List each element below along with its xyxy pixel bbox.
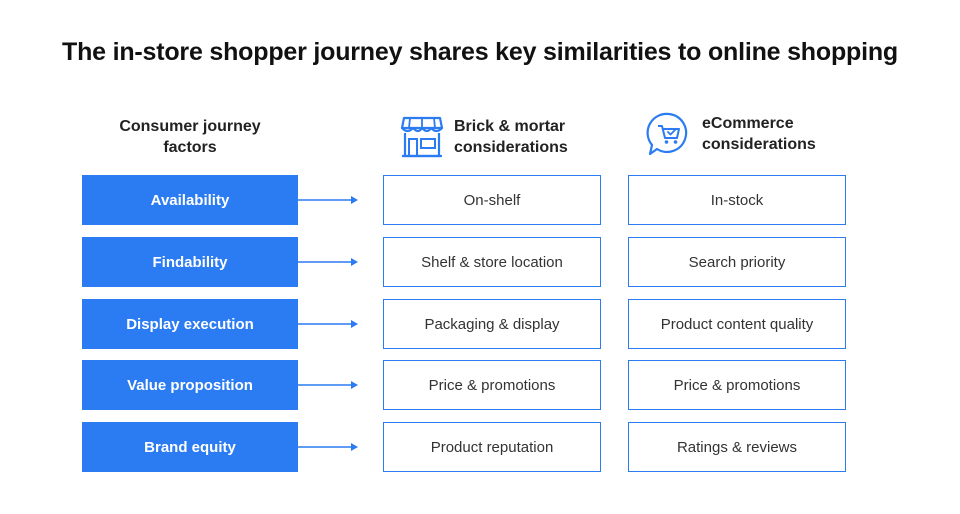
arrow-right-icon [298, 258, 358, 266]
factor-box: Findability [82, 237, 298, 287]
ecommerce-consideration-box: In-stock [628, 175, 846, 225]
factors-header-line-1: Consumer journey [119, 118, 261, 135]
ecommerce-header-line-1: eCommerce [702, 115, 794, 132]
ecommerce-consideration-box: Price & promotions [628, 360, 846, 410]
arrow-right-icon [298, 381, 358, 389]
arrow-right-icon [298, 320, 358, 328]
journey-row: Availability On-shelf In-stock [0, 175, 960, 225]
ecommerce-header-line-2: considerations [702, 136, 816, 153]
factor-box: Value proposition [82, 360, 298, 410]
ecommerce-consideration-box: Ratings & reviews [628, 422, 846, 472]
brick-header-line-2: considerations [454, 139, 568, 156]
brick-header-line-1: Brick & mortar [454, 118, 566, 135]
ecommerce-column-header: eCommerce considerations [646, 111, 816, 157]
arrow-right-icon [298, 443, 358, 451]
brick-consideration-box: On-shelf [383, 175, 601, 225]
brick-consideration-box: Shelf & store location [383, 237, 601, 287]
factors-header-line-2: factors [163, 139, 217, 156]
journey-row: Value proposition Price & promotions Pri… [0, 360, 960, 410]
brick-consideration-box: Packaging & display [383, 299, 601, 349]
journey-row: Findability Shelf & store location Searc… [0, 237, 960, 287]
journey-row: Display execution Packaging & display Pr… [0, 299, 960, 349]
brick-consideration-box: Price & promotions [383, 360, 601, 410]
brick-mortar-column-header: Brick & mortar considerations [400, 116, 568, 158]
brick-consideration-box: Product reputation [383, 422, 601, 472]
factor-box: Brand equity [82, 422, 298, 472]
factor-box: Display execution [82, 299, 298, 349]
journey-row: Brand equity Product reputation Ratings … [0, 422, 960, 472]
ecommerce-consideration-box: Search priority [628, 237, 846, 287]
ecommerce-consideration-box: Product content quality [628, 299, 846, 349]
factor-box: Availability [82, 175, 298, 225]
factors-column-header: Consumer journey factors [82, 116, 298, 158]
page-title: The in-store shopper journey shares key … [62, 38, 898, 66]
storefront-icon [400, 116, 444, 158]
shopping-cart-chat-icon [646, 112, 688, 156]
arrow-right-icon [298, 196, 358, 204]
